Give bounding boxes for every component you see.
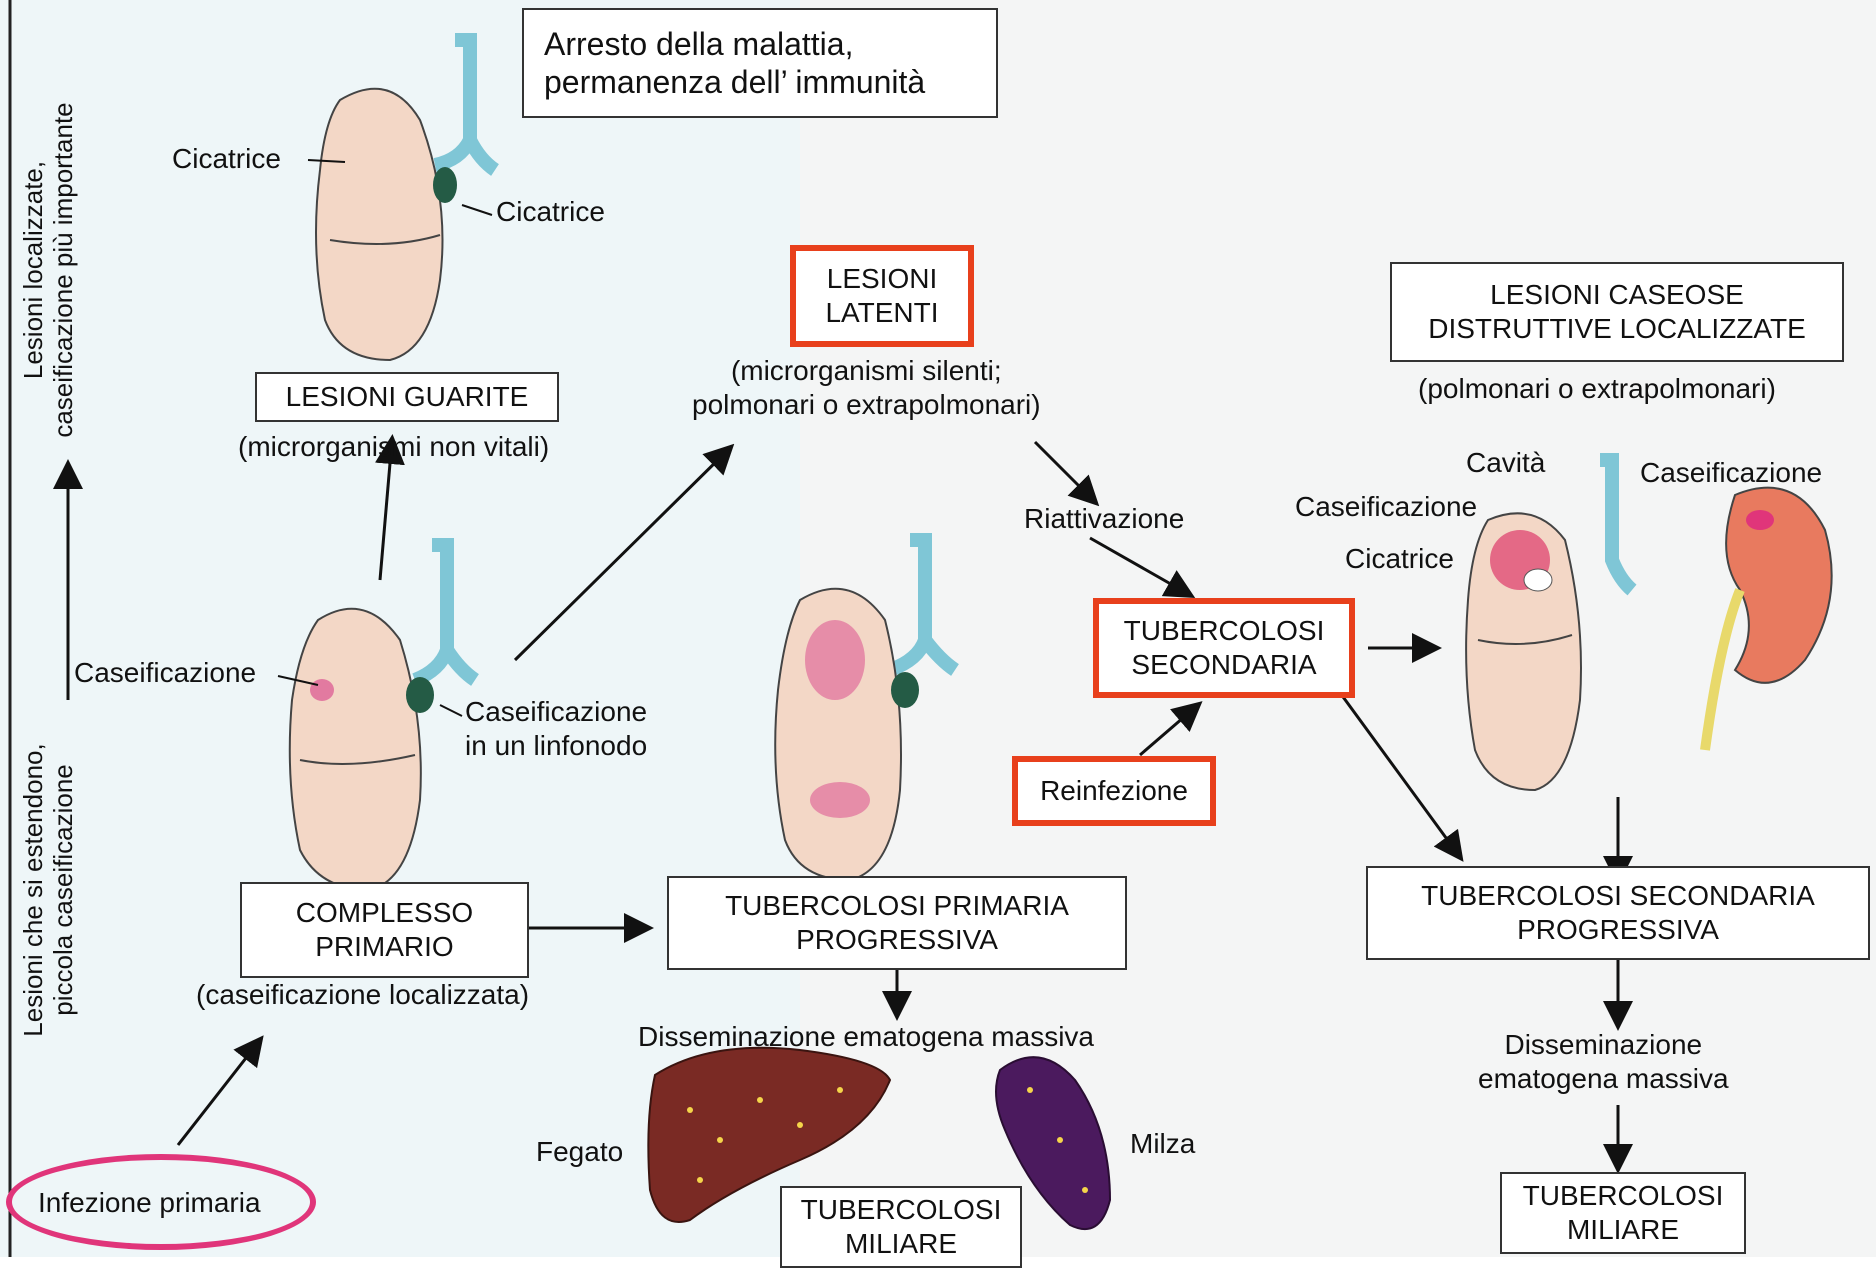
label-cavity: Cavità (1466, 446, 1545, 480)
latent-lesions-label: LESIONI LATENTI (825, 262, 938, 330)
progressive-primary-box: TUBERCOLOSI PRIMARIA PROGRESSIVA (667, 876, 1127, 970)
secondary-progressive-label: TUBERCOLOSI SECONDARIA PROGRESSIVA (1421, 879, 1815, 947)
label-scar-lung: Cicatrice (1345, 542, 1454, 576)
miliary-tb-label-mid: TUBERCOLOSI MILIARE (801, 1193, 1002, 1261)
label-cicatrice-node: Cicatrice (496, 195, 605, 229)
label-caseification: Caseificazione (74, 656, 256, 690)
label-caseification-kidney: Caseificazione (1640, 456, 1822, 490)
healed-lesions-label: LESIONI GUARITE (286, 380, 529, 414)
secondary-progressive-box: TUBERCOLOSI SECONDARIA PROGRESSIVA (1366, 866, 1870, 960)
label-caseification-lung: Caseificazione (1295, 490, 1477, 524)
progressive-primary-label: TUBERCOLOSI PRIMARIA PROGRESSIVA (725, 889, 1069, 957)
lung-healed-illustration (316, 40, 495, 360)
latent-lesions-box: LESIONI LATENTI (790, 245, 974, 347)
healed-lesions-box: LESIONI GUARITE (255, 372, 559, 422)
caseous-note: (polmonari o extrapolmonari) (1418, 372, 1776, 406)
primary-complex-label: COMPLESSO PRIMARIO (296, 896, 473, 964)
primary-complex-note: (caseificazione localizzata) (196, 978, 529, 1012)
label-spleen: Milza (1130, 1127, 1195, 1161)
label-cicatrice-lung: Cicatrice (172, 142, 281, 176)
kidney-illustration (1705, 488, 1832, 750)
label-reactivation: Riattivazione (1024, 502, 1184, 536)
secondary-tb-label: TUBERCOLOSI SECONDARIA (1124, 614, 1325, 682)
miliary-tb-box-mid: TUBERCOLOSI MILIARE (780, 1186, 1022, 1268)
reinfection-label: Reinfezione (1040, 774, 1188, 808)
lung-primary-complex-illustration (290, 545, 475, 890)
caseous-lesions-label: LESIONI CASEOSE DISTRUTTIVE LOCALIZZATE (1428, 278, 1806, 346)
axis-label-top: Lesioni localizzate, caseificazione più … (18, 100, 78, 440)
lung-progressive-primary-illustration (775, 540, 955, 880)
caseous-lesions-box: LESIONI CASEOSE DISTRUTTIVE LOCALIZZATE (1390, 262, 1844, 362)
secondary-tb-box: TUBERCOLOSI SECONDARIA (1093, 598, 1355, 698)
primary-complex-box: COMPLESSO PRIMARIO (240, 882, 529, 978)
axis-label-bottom: Lesioni che si estendono, piccola caseif… (18, 735, 78, 1045)
miliary-tb-label-right: TUBERCOLOSI MILIARE (1523, 1179, 1724, 1247)
primary-infection-label: Infezione primaria (38, 1186, 261, 1220)
label-liver: Fegato (536, 1135, 623, 1169)
disease-arrest-text: Arresto della malattia, permanenza dell’… (544, 25, 925, 101)
lung-secondary-illustration (1466, 460, 1632, 790)
miliary-tb-box-right: TUBERCOLOSI MILIARE (1500, 1172, 1746, 1254)
hematogenous-dissemination-mid: Disseminazione ematogena massiva (638, 1020, 1094, 1054)
reinfection-box: Reinfezione (1012, 756, 1216, 826)
healed-note: (microrganismi non vitali) (238, 430, 549, 464)
label-lymph-caseification: Caseificazione in un linfonodo (465, 695, 647, 763)
latent-note: (microrganismi silenti; polmonari o extr… (692, 354, 1041, 422)
hematogenous-dissemination-right: Disseminazione ematogena massiva (1478, 1028, 1729, 1096)
disease-arrest-box: Arresto della malattia, permanenza dell’… (522, 8, 998, 118)
